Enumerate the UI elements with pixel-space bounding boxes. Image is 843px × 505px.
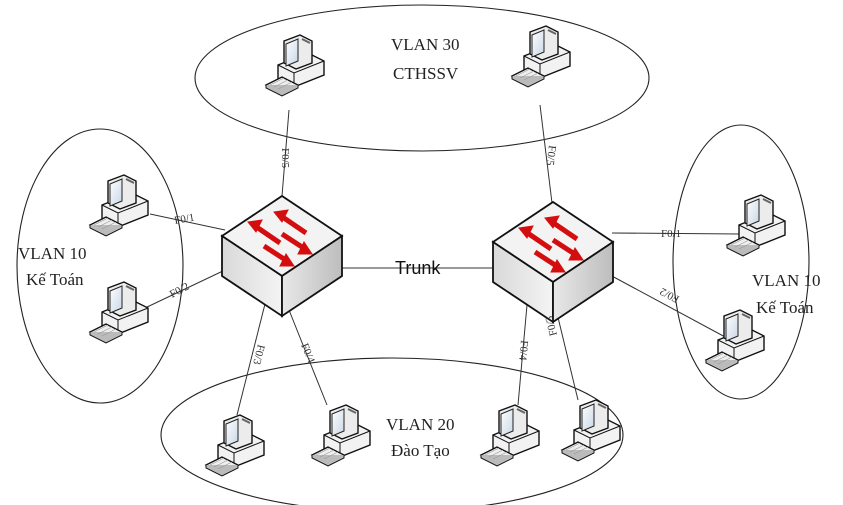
link-left-f04 xyxy=(284,299,328,406)
link-left-f03 xyxy=(236,295,268,416)
port-label-left-f02: F0/2 xyxy=(168,281,191,301)
link-right-f05 xyxy=(539,104,553,204)
switch-right-icon[interactable] xyxy=(493,202,613,322)
trunk-label: Trunk xyxy=(395,258,441,278)
vlan10-left-label-line1: VLAN 10 xyxy=(18,244,86,263)
vlan30-label-line1: VLAN 30 xyxy=(391,35,459,54)
port-label-right-f05: F0/5 xyxy=(544,145,558,167)
port-label-left-f05: F0/5 xyxy=(279,148,291,169)
vlan10-right-label-line2: Kế Toán xyxy=(756,298,814,317)
port-label-right-f02: F0/2 xyxy=(658,285,681,305)
vlan10-right-boundary xyxy=(672,124,810,400)
vlan20-label-line1: VLAN 20 xyxy=(386,415,454,434)
links xyxy=(144,104,741,416)
vlan10-left-boundary xyxy=(16,128,184,404)
port-label-right-f04: F0/4 xyxy=(516,340,530,362)
computer-icon[interactable] xyxy=(705,309,765,372)
link-left-f05 xyxy=(281,109,290,197)
computer-icon[interactable] xyxy=(480,404,540,467)
port-label-right-f03: F0/3 xyxy=(543,314,560,337)
port-label-right-f01: F0/1 xyxy=(661,228,681,240)
vlan30-boundary xyxy=(194,4,650,152)
vlan10-right-label-line1: VLAN 10 xyxy=(752,271,820,290)
computer-icon[interactable] xyxy=(89,281,149,344)
switch-left-icon[interactable] xyxy=(222,196,342,316)
computer-icon[interactable] xyxy=(265,34,325,97)
link-right-f01 xyxy=(611,232,741,235)
link-left-f02 xyxy=(144,269,226,309)
vlan30-label-line2: CTHSSV xyxy=(393,64,459,83)
link-right-f03 xyxy=(554,304,579,401)
vlan20-label-line2: Đào Tạo xyxy=(391,441,450,460)
computer-icon[interactable] xyxy=(311,404,371,467)
port-label-left-f03: F0/3 xyxy=(250,343,267,366)
computer-icon[interactable] xyxy=(726,194,786,257)
link-left-f01 xyxy=(149,213,226,231)
port-label-left-f01: F0/1 xyxy=(173,212,195,227)
computer-icon[interactable] xyxy=(205,414,265,477)
computer-icon[interactable] xyxy=(89,174,149,237)
port-label-left-f04: F0/4 xyxy=(298,342,317,366)
link-right-f02 xyxy=(609,274,728,339)
vlan10-left-label-line2: Kế Toán xyxy=(26,270,84,289)
vlan20-boundary xyxy=(160,357,624,505)
link-right-f04 xyxy=(517,293,529,406)
computer-icon[interactable] xyxy=(511,25,571,88)
computer-icon[interactable] xyxy=(561,399,621,462)
